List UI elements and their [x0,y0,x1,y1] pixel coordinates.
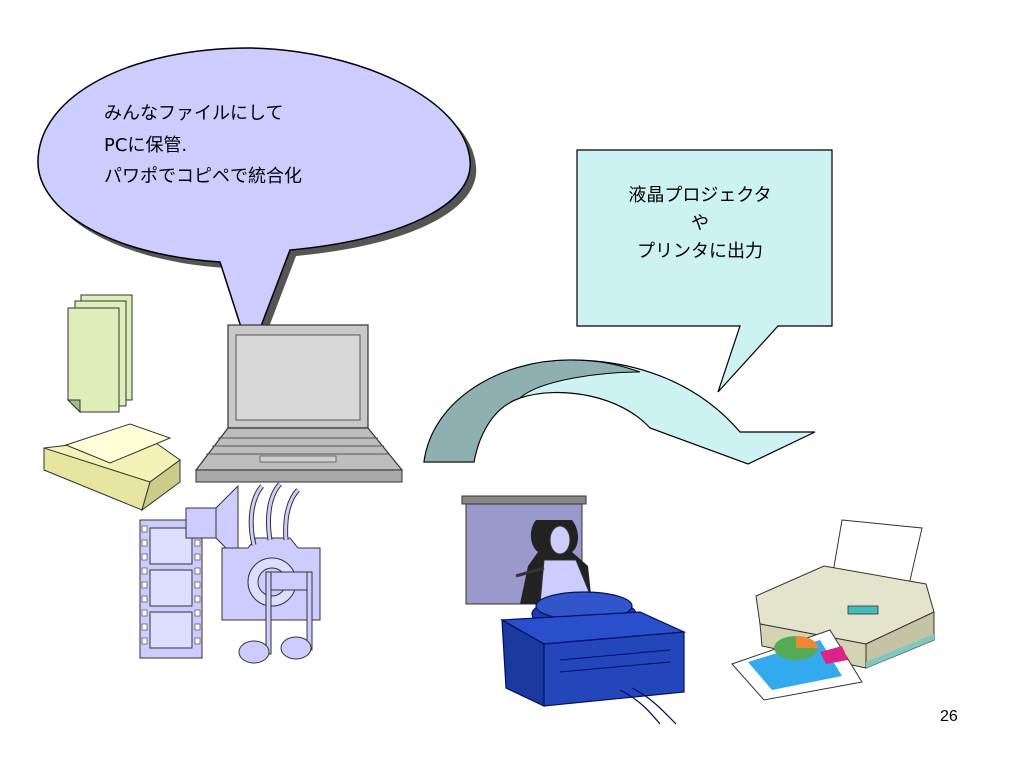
scanner-icon [43,423,181,512]
callout-line-3: プリンタに出力 [637,240,763,262]
bubble-line-3: パワポでコピペで統合化 [104,166,302,187]
callout-line-1: 液晶プロジェクタ [628,185,772,206]
speech-bubble [37,47,477,361]
arrow-callout-text: 液晶プロジェクタ や プリンタに出力 [580,182,820,266]
bubble-line-2: PCに保管. [104,134,188,156]
page-number: 26 [940,708,958,725]
film-strip-icon [139,519,203,659]
bubble-text: みんなファイルにして PCに保管. パワポでコピペで統合化 [104,98,302,193]
printer-icon [731,519,935,701]
slide-projector-icon [499,591,687,725]
laptop-icon [194,324,404,483]
arrow-callout [576,149,833,393]
documents-icon [66,294,133,414]
bubble-line-1: みんなファイルにして [104,103,284,124]
curved-arrow [423,359,816,465]
music-note-icon [238,571,313,664]
callout-line-2: や [691,212,709,234]
presenter-screen-icon [461,495,595,605]
